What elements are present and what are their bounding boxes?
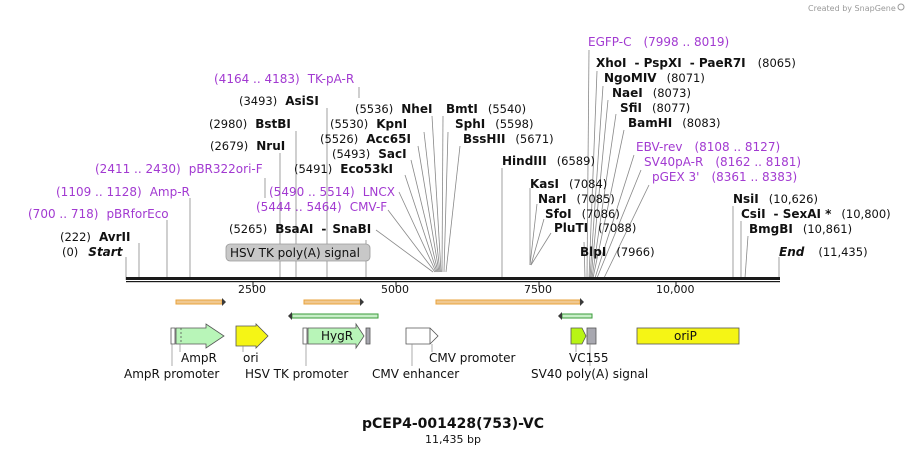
primer-lncx: (5490 .. 5514)LNCX xyxy=(269,185,395,199)
primer-egfp-c: EGFP-C(7998 .. 8019) xyxy=(588,35,729,49)
middle-left-labels: (5265)BsaAI-SnaBI (5444 .. 5464)CMV-F (5… xyxy=(229,102,432,236)
primer-ebv-rev: EBV-rev(8108 .. 8127) xyxy=(636,140,780,154)
map-subtitle: 11,435 bp xyxy=(425,433,481,446)
enzyme-ngomiv: NgoMIV(8071) xyxy=(604,71,705,85)
left-labels: (4164 .. 4183)TK-pA-R (3493)AsiSI (2980)… xyxy=(28,72,354,259)
far-right-labels: NsiI(10,626) CsiI- SexAI *(10,800) BmgBI… xyxy=(733,192,891,259)
feature-label-cmv-promoter: CMV promoter xyxy=(429,351,516,365)
enzyme-hindiii: HindIII(6589) xyxy=(502,154,595,168)
snapgene-logo-icon xyxy=(897,3,905,11)
feature-hygr xyxy=(307,322,365,350)
backbone-top-strand xyxy=(126,277,780,280)
enzyme-sphi: SphI(5598) xyxy=(455,117,534,131)
arrow-right-icon xyxy=(360,298,364,306)
start-label: (0)Start xyxy=(62,245,124,259)
features xyxy=(170,322,740,350)
feature-sv40-polya xyxy=(586,327,597,345)
enzyme-drui: (2679)NruI xyxy=(210,139,285,153)
map-title: pCEP4-001428(753)-VC xyxy=(362,416,544,432)
enzyme-eco53ki: (5491)Eco53kI xyxy=(294,162,393,176)
hsv-label-box xyxy=(225,243,371,262)
feature-cmv-enhancer xyxy=(405,327,439,345)
primer-sv40pa-r: SV40pA-R(8162 .. 8181) xyxy=(644,155,801,169)
enzyme-pluti: PluTI(7088) xyxy=(554,221,636,235)
direction-arrows xyxy=(175,298,593,320)
feature-hsv-polya xyxy=(365,327,371,345)
tick-10000: 10,000 xyxy=(656,283,695,296)
arrow-left-icon xyxy=(288,312,292,320)
enzyme-xhoi: XhoI- PspXI- PaeR7I(8065) xyxy=(596,56,796,70)
primer-cmv-f: (5444 .. 5464)CMV-F xyxy=(256,200,387,214)
end-label: End(11,435) xyxy=(779,245,868,259)
enzyme-nhei: (5536)NheI xyxy=(355,102,432,116)
enzyme-nsii: NsiI(10,626) xyxy=(733,192,818,206)
enzyme-bsshii: BssHII(5671) xyxy=(463,132,554,146)
feature-label-ampr-promoter: AmpR promoter xyxy=(124,367,219,381)
arrow-right-icon xyxy=(580,298,584,306)
enzyme-bamhi: BamHI(8083) xyxy=(628,116,721,130)
primer-pgex3: pGEX 3'(8361 .. 8383) xyxy=(652,170,797,184)
enzyme-sfoi: SfoI(7086) xyxy=(545,207,620,221)
feature-hsv-tk-promoter xyxy=(302,327,308,345)
feature-label-vc155: VC155 xyxy=(569,351,609,365)
tick-2500: 2500 xyxy=(238,283,266,296)
enzyme-saci: (5493)SacI xyxy=(332,147,407,161)
feature-vc155 xyxy=(570,327,587,345)
feature-ori xyxy=(235,323,269,349)
feature-label-ori: ori xyxy=(243,351,259,365)
enzyme-kasi: KasI(7084) xyxy=(530,177,607,191)
enzyme-blpi: BlpI(7966) xyxy=(580,245,655,259)
middle-right-labels: BmtI(5540) SphI(5598) BssHII(5671) HindI… xyxy=(446,102,595,168)
backbone-bottom-strand xyxy=(126,281,780,283)
right-left-labels: KasI(7084) NarI(7085) SfoI(7086) PluTI(7… xyxy=(530,177,655,259)
enzyme-sfii: SfiI(8077) xyxy=(620,101,690,115)
feature-label-hygr: HygR xyxy=(321,329,353,343)
backbone: 2500 5000 7500 10,000 xyxy=(126,277,780,296)
tick-5000: 5000 xyxy=(381,283,409,296)
hsv-label-text: HSV TK poly(A) signal xyxy=(230,246,360,260)
snapgene-credit: Created by SnapGene xyxy=(808,4,896,13)
enzyme-naei: NaeI(8073) xyxy=(612,86,691,100)
enzyme-asisi: (3493)AsiSI xyxy=(239,94,319,108)
hsv-tk-polya-label: HSV TK poly(A) signal xyxy=(225,243,371,262)
connector-lines xyxy=(125,49,780,280)
enzyme-bstbi: (2980)BstBI xyxy=(209,117,291,131)
enzyme-csii: CsiI- SexAI *(10,800) xyxy=(741,207,891,221)
enzyme-nari: NarI(7085) xyxy=(538,192,615,206)
feature-ampr-promoter xyxy=(170,327,176,345)
primer-pbr322ori-f: (2411 .. 2430)pBR322ori-F xyxy=(95,162,263,176)
feature-ampr xyxy=(175,323,225,349)
enzyme-avrii: (222)AvrII xyxy=(60,230,130,244)
enzyme-bmti: BmtI(5540) xyxy=(446,102,526,116)
feature-label-orip: oriP xyxy=(674,329,697,343)
arrow-right-icon xyxy=(222,298,226,306)
feature-connectors xyxy=(171,344,591,366)
arrow-left-icon xyxy=(558,312,562,320)
feature-label-hsv-tk-promoter: HSV TK promoter xyxy=(245,367,348,381)
feature-label-cmv-enhancer: CMV enhancer xyxy=(372,367,459,381)
enzyme-kpni: (5530)KpnI xyxy=(330,117,407,131)
primer-tk-pa-r: (4164 .. 4183)TK-pA-R xyxy=(214,72,354,86)
feature-orip xyxy=(636,327,740,345)
feature-label-ampr: AmpR xyxy=(181,351,217,365)
enzyme-acc65i: (5526)Acc65I xyxy=(320,132,411,146)
primer-amp-r: (1109 .. 1128)Amp-R xyxy=(56,185,190,199)
right-cluster-labels: EGFP-C(7998 .. 8019) XhoI- PspXI- PaeR7I… xyxy=(588,35,801,184)
primer-pbrforeco: (700 .. 718)pBRforEco xyxy=(28,207,169,221)
feature-label-sv40-polya: SV40 poly(A) signal xyxy=(531,367,648,381)
enzyme-bsaai: (5265)BsaAI-SnaBI xyxy=(229,222,371,236)
tick-7500: 7500 xyxy=(524,283,552,296)
enzyme-bmgbi: BmgBI(10,861) xyxy=(749,222,852,236)
